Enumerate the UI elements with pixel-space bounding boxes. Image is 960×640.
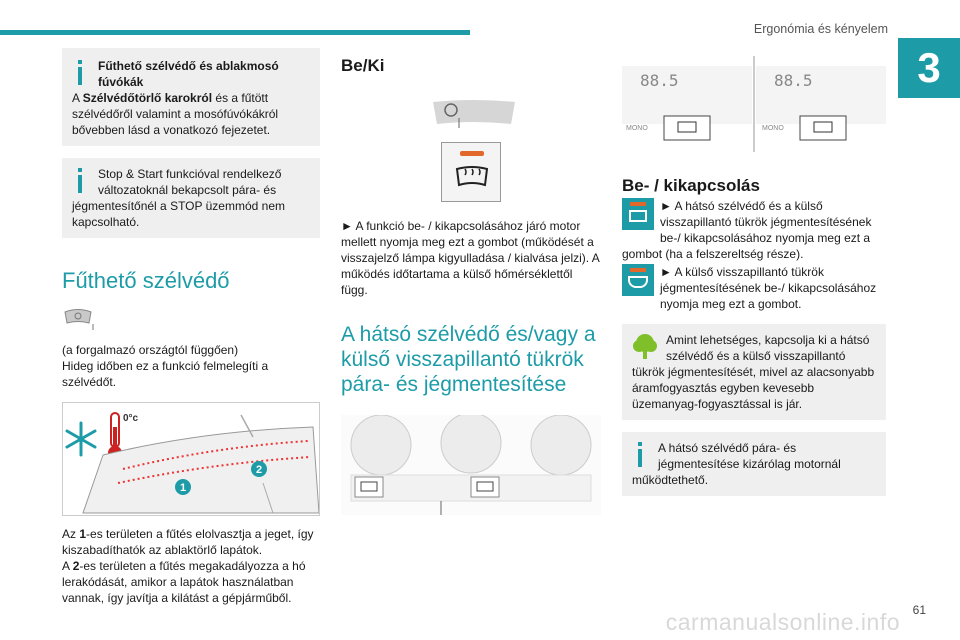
rear-defrost-figure [341,415,601,515]
eco-tip-body: Amint lehetséges, kapcsolja ki a hátsó s… [632,333,875,411]
list-item-rear-defrost: ► A hátsó szélvédő és a külső visszapill… [622,198,872,261]
climate-panel-figure: 88.5 88.5 MONO MONO [622,48,886,152]
zone-1-marker [175,479,191,495]
windscreen-icon [433,100,515,128]
windscreen-heating-button[interactable] [441,142,501,202]
svg-text:1: 1 [180,482,186,494]
info-icon [632,442,648,468]
info-box-heated-windscreen: Fűthető szélvédő és ablakmosó fúvókák A … [62,48,320,146]
svg-text:2: 2 [256,464,262,476]
snowflake-icon [65,421,97,457]
info-icon [72,168,88,194]
paragraph-intro: (a forgalmazó országtól függően) Hideg i… [62,343,269,389]
top-accent-bar [0,30,470,35]
indicator-lamp [460,151,484,156]
info-box-engine-running: A hátsó szélvédő pára- és jégmentesítése… [622,432,886,496]
temperature-label: 0°c [123,413,139,424]
column-1: Fűthető szélvédő és ablakmosó fúvókák A … [62,48,320,606]
chapter-title: Ergonómia és kényelem [753,22,888,36]
info-box-body: A Szélvédőtörlő karokról és a fűtött szé… [72,91,279,137]
section-heading-rear-defrost: A hátsó szélvédő és/vagy a külső visszap… [341,323,596,396]
mirror-defrost-icon [622,264,654,296]
info-box-title: Fűthető szélvédő és ablakmosó fúvókák [98,59,279,89]
temperature-display-left: 88.5 [640,71,679,90]
column-2: Be/Ki ► A funkció be- / kikapcsolásához … [341,48,601,515]
mirror-defrost-button[interactable] [799,115,847,141]
section-heading: Fűthető szélvédő [62,268,230,293]
column-3: 88.5 88.5 MONO MONO Be- / kikapcsolás ► … [622,48,886,508]
heated-windscreen-icon [64,309,94,330]
eco-leaf-icon [633,334,657,359]
mirror-defrost-button[interactable] [470,476,500,498]
section-heading-on-off: Be/Ki [341,56,385,75]
zone-2-marker [251,461,267,477]
info-box-body: A hátsó szélvédő pára- és jégmentesítése… [632,441,841,487]
paragraph-zones: Az 1-es területen a fűtés elolvasztja a … [62,527,314,605]
paragraph-on-off: ► A funkció be- / kikapcsolásához járó m… [341,219,600,297]
list-item-mirror-defrost: ► A külső visszapillantó tükrök jégmente… [622,264,886,312]
info-icon [72,60,88,86]
watermark: carmanualsonline.info [665,609,900,635]
mono-label-left: MONO [626,125,648,132]
windscreen-heating-figure: 0°c 1 2 [62,402,320,516]
heated-windscreen-icon [455,166,489,187]
info-box-body: Stop & Start funkcióval rendelkező válto… [72,167,285,229]
chapter-number: 3 [898,38,960,98]
eco-tip-box: Amint lehetséges, kapcsolja ki a hátsó s… [622,324,886,420]
rear-defrost-icon [622,198,654,230]
info-box-stop-start: Stop & Start funkcióval rendelkező válto… [62,158,320,238]
rear-defrost-button[interactable] [663,115,711,141]
mono-label-right: MONO [762,125,784,132]
temperature-display-right: 88.5 [774,71,813,90]
page-number: 61 [912,603,926,617]
rear-defrost-button[interactable] [354,476,384,498]
section-heading-switching: Be- / kikapcsolás [622,176,760,195]
